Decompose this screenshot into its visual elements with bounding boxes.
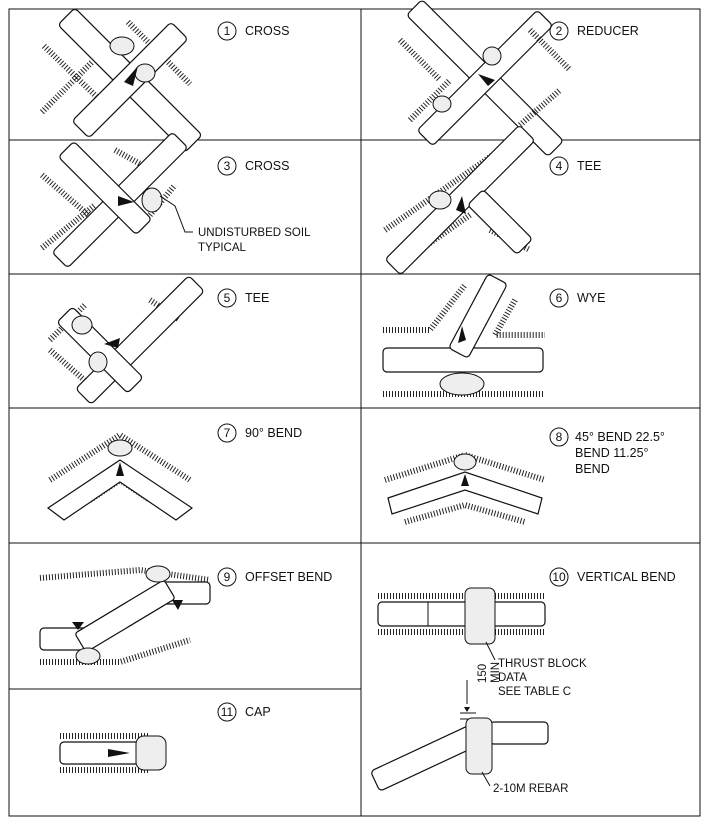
panel-6-wye: 6 WYE	[382, 274, 605, 397]
tee-fitting-drawing	[47, 276, 204, 404]
detail-number: 10	[552, 570, 566, 584]
detail-number-badge	[217, 567, 237, 587]
clearance-unit: MIN	[490, 662, 502, 683]
detail-title: CROSS	[245, 159, 289, 173]
detail-number: 5	[224, 291, 231, 305]
thrust-block-note-line-3: SEE TABLE C	[498, 686, 571, 698]
clearance-value: 150	[477, 664, 489, 683]
offset-bend-drawing	[39, 565, 211, 665]
detail-title: WYE	[577, 291, 605, 305]
panel-1-cross: 1 CROSS	[39, 8, 289, 152]
90-bend-drawing	[46, 431, 194, 521]
detail-number-badge	[217, 21, 237, 41]
panel-5-tee: 5 TEE	[47, 276, 269, 404]
undisturbed-soil-note-line-2: TYPICAL	[198, 242, 247, 254]
panel-4-tee: 4 TEE	[383, 126, 601, 274]
detail-number: 3	[224, 159, 231, 173]
leader-line	[485, 641, 496, 661]
undisturbed-soil-note-line-1: UNDISTURBED SOIL	[198, 227, 311, 239]
detail-number-badge	[217, 288, 237, 308]
panel-10-vertical-bend: 10 VERTICAL BEND THRUST BLOCK DATA SEE T…	[371, 567, 676, 795]
leader-line	[159, 195, 193, 233]
detail-number: 11	[221, 705, 234, 719]
detail-title: TEE	[245, 291, 269, 305]
panel-3-cross: 3 CROSS UNDISTURBED SOIL TYPICAL	[40, 133, 311, 267]
detail-title: TEE	[577, 159, 601, 173]
leader-line	[481, 771, 491, 787]
wye-fitting-drawing	[382, 274, 545, 397]
thrust-block-note-line-2: DATA	[498, 672, 527, 684]
detail-number-badge	[549, 567, 569, 587]
detail-title: REDUCER	[577, 24, 639, 38]
detail-number: 8	[556, 430, 563, 444]
detail-number-badge	[549, 288, 569, 308]
panel-9-offset-bend: 9 OFFSET BEND	[39, 565, 332, 665]
detail-number: 7	[224, 426, 231, 440]
panel-8-45-bend: 8 45° BEND 22.5° BEND 11.25° BEND	[384, 427, 665, 525]
thrust-block-note-line-1: THRUST BLOCK	[498, 658, 587, 670]
detail-title-line-2: BEND 11.25°	[575, 446, 649, 460]
detail-number: 1	[224, 24, 231, 38]
detail-number-badge	[549, 156, 569, 176]
tee-fitting-drawing	[383, 126, 534, 274]
panel-11-cap: 11 CAP	[59, 702, 271, 773]
detail-number-badge	[217, 156, 237, 176]
detail-number: 9	[224, 570, 231, 584]
detail-title-line-1: 45° BEND 22.5°	[575, 430, 665, 444]
detail-title: 90° BEND	[245, 426, 302, 440]
detail-number: 6	[556, 291, 563, 305]
detail-title-line-3: BEND	[575, 462, 610, 476]
cross-fitting-drawing	[40, 133, 193, 267]
detail-number-badge	[217, 702, 237, 722]
panel-2-reducer: 2 REDUCER	[397, 0, 639, 156]
detail-number-badge	[549, 427, 569, 447]
grid-frame	[8, 8, 701, 817]
reducer-fitting-drawing	[397, 0, 573, 156]
detail-number: 2	[556, 24, 563, 38]
vertical-bend-drawing	[371, 587, 549, 791]
detail-number-badge	[217, 423, 237, 443]
detail-title: CROSS	[245, 24, 289, 38]
cap-drawing	[59, 733, 167, 773]
45-bend-drawing	[384, 451, 546, 525]
detail-title: CAP	[245, 705, 271, 719]
detail-title: OFFSET BEND	[245, 570, 332, 584]
detail-number: 4	[556, 159, 563, 173]
cross-fitting-drawing	[39, 8, 202, 152]
panel-7-90-bend: 7 90° BEND	[46, 423, 302, 521]
detail-number-badge	[549, 21, 569, 41]
rebar-note: 2-10M REBAR	[493, 783, 568, 795]
detail-title: VERTICAL BEND	[577, 570, 676, 584]
